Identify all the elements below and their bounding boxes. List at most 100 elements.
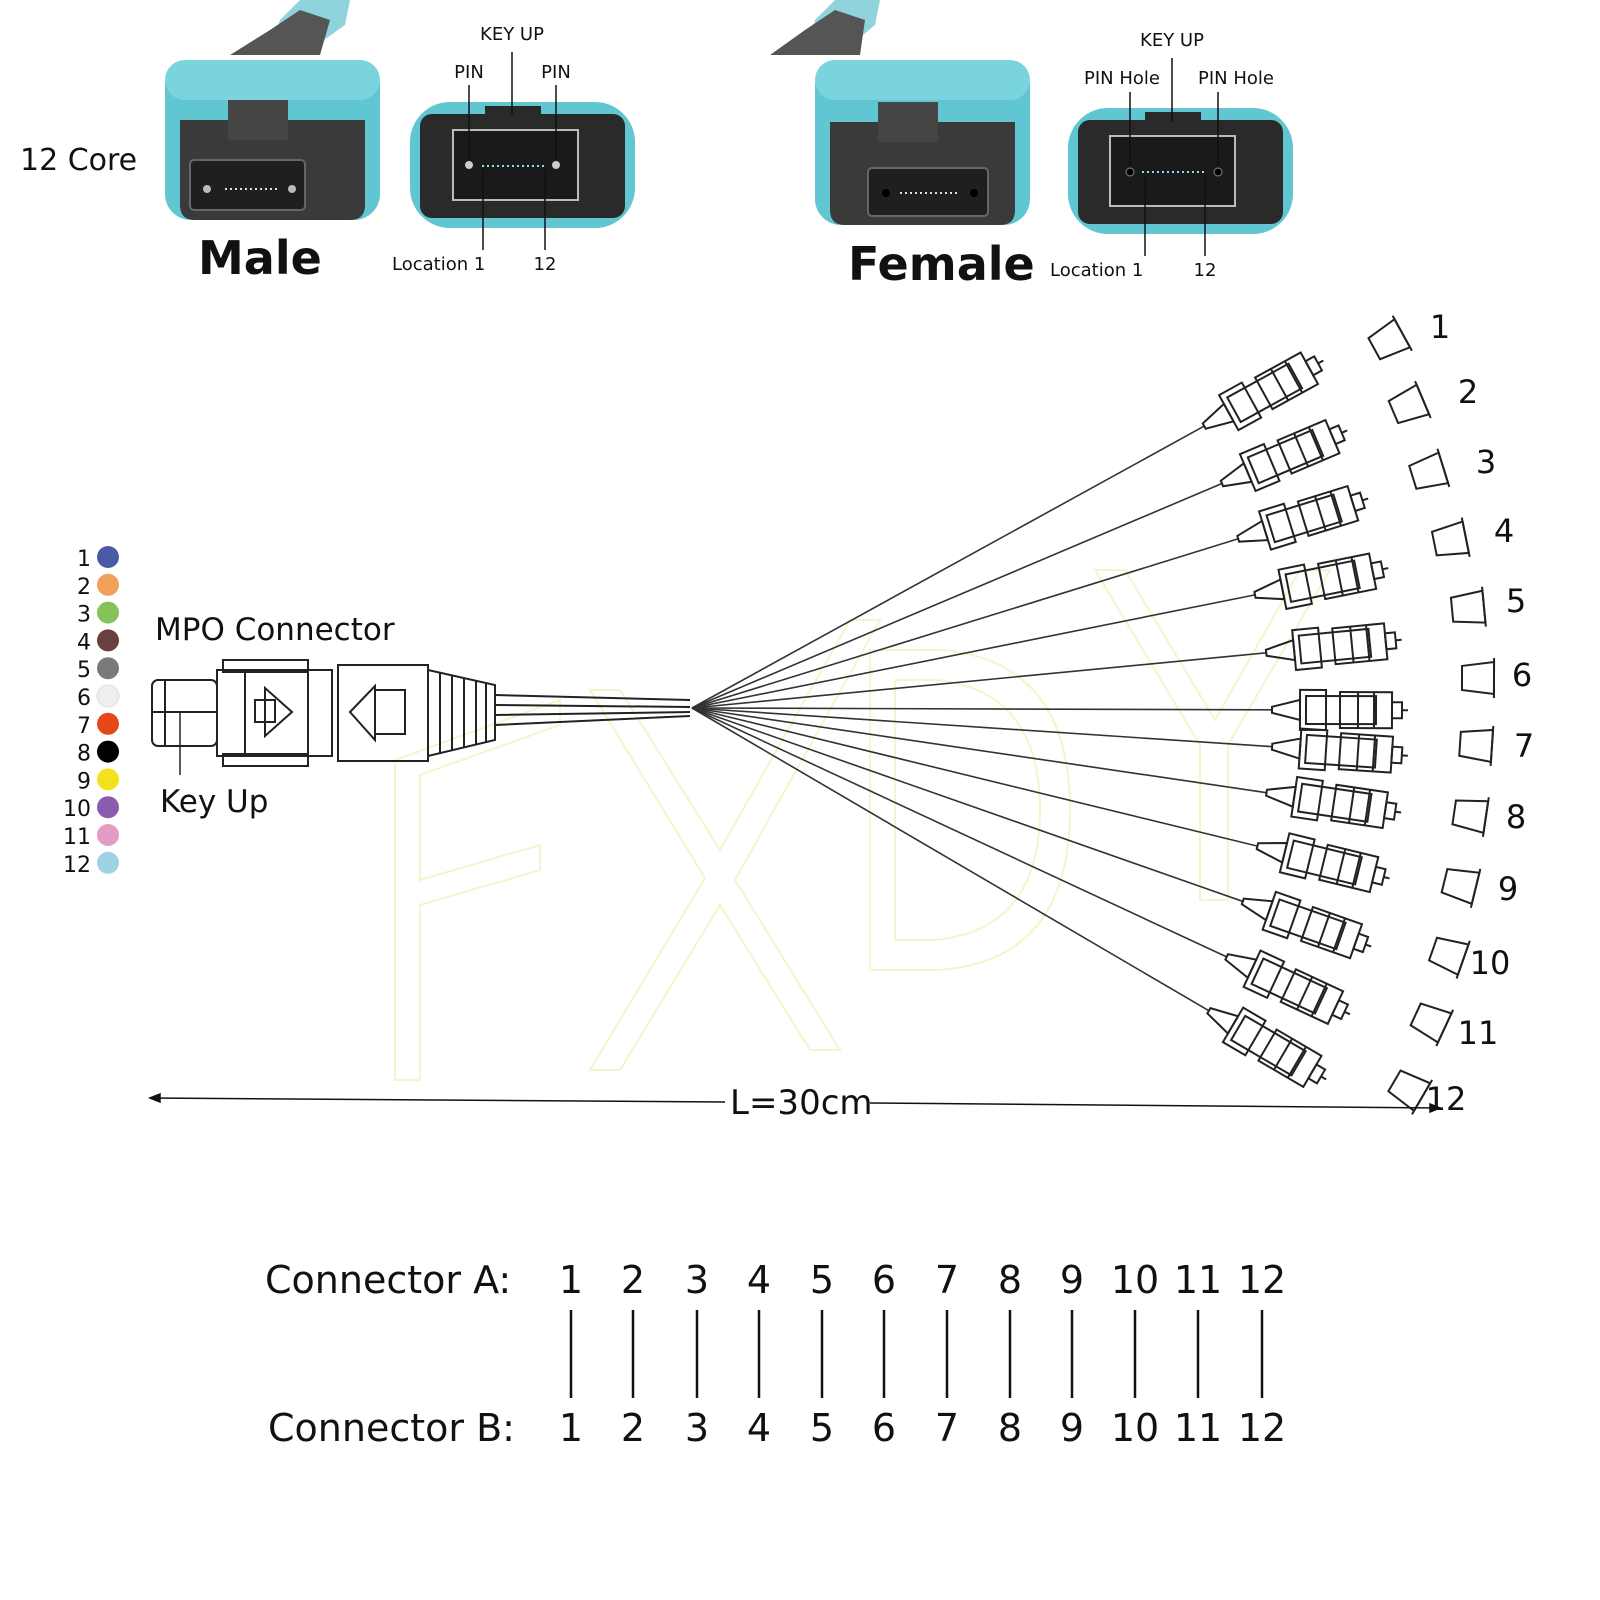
dust-cap: [1427, 936, 1471, 979]
lc-connector: [1236, 484, 1369, 551]
legend-number: 1: [77, 547, 91, 572]
connector-a-pin: 7: [935, 1258, 959, 1302]
legend-color-dot: [97, 768, 119, 791]
fiber-strand: [691, 425, 1205, 709]
dust-cap: [1387, 380, 1432, 425]
male-location-1-label: Location 1: [392, 254, 485, 275]
lc-connector: [1270, 688, 1409, 732]
lc-connector: [1240, 890, 1372, 960]
legend-number: 9: [77, 769, 91, 794]
dust-cap: [1449, 586, 1487, 627]
connector-a-pin: 5: [810, 1258, 834, 1302]
legend-color-dot: [97, 573, 119, 596]
legend-number: 8: [77, 742, 91, 767]
connector-b-pin: 12: [1238, 1406, 1286, 1450]
legend-color-dot: [97, 712, 119, 735]
connector-a-pin: 2: [621, 1258, 645, 1302]
male-title: Male: [198, 231, 322, 285]
fiber-strand: [691, 707, 1228, 958]
fiber-number-label: 2: [1458, 373, 1478, 411]
male-connector-photo: [165, 0, 380, 220]
mpo-connector-label: MPO Connector: [155, 612, 395, 648]
legend-color-dot: [97, 601, 119, 624]
legend-number: 5: [77, 658, 91, 683]
fiber-strand: [691, 707, 1258, 847]
fiber-strand: [691, 707, 1267, 794]
legend-number: 11: [63, 825, 91, 850]
length-label: L=30cm: [730, 1083, 873, 1123]
fiber-number-label: 7: [1514, 727, 1534, 765]
lc-connector: [1255, 832, 1390, 894]
legend-color-dot: [97, 851, 119, 874]
dust-cap: [1387, 1069, 1434, 1115]
female-face-diagram: [1068, 58, 1293, 256]
lc-connector: [1253, 552, 1389, 611]
fiber-number-label: 8: [1506, 798, 1526, 836]
lc-connector: [1264, 775, 1402, 830]
connector-b-pin: 8: [998, 1406, 1022, 1450]
connector-b-pin: 10: [1111, 1406, 1159, 1450]
female-location-12-label: 12: [1194, 260, 1217, 281]
connector-b-pin: 3: [685, 1406, 709, 1450]
dust-cap: [1367, 315, 1413, 361]
female-location-1-label: Location 1: [1050, 260, 1143, 281]
connector-b-pin: 5: [810, 1406, 834, 1450]
legend-color-dot: [97, 629, 119, 652]
fiber-strand: [691, 707, 1244, 903]
legend-color-dot: [97, 657, 119, 680]
watermark: [394, 569, 1332, 1081]
legend-number: 7: [77, 714, 91, 739]
fiber-number-label: 9: [1498, 870, 1518, 908]
connector-a-pin: 3: [685, 1258, 709, 1302]
legend-color-dot: [97, 796, 119, 819]
fiber-strand: [691, 707, 1273, 748]
female-title: Female: [848, 237, 1035, 291]
fiber-strand: [691, 707, 1273, 711]
female-connector-photo: [770, 0, 1030, 225]
male-pin-left-label: PIN: [454, 62, 484, 83]
connector-b-pin: 9: [1060, 1406, 1084, 1450]
fiber-number-label: 3: [1476, 443, 1496, 481]
dust-cap: [1451, 797, 1490, 837]
connector-b-pin: 6: [872, 1406, 896, 1450]
lc-connector: [1206, 1006, 1327, 1089]
fiber-number-label: 11: [1458, 1014, 1499, 1052]
legend-color-dot: [97, 824, 119, 846]
fiber-strand: [691, 594, 1256, 709]
connector-b-pin: 11: [1174, 1406, 1222, 1450]
core-label: 12 Core: [20, 143, 137, 178]
dust-cap: [1430, 517, 1471, 558]
fiber-strand: [691, 482, 1223, 709]
length-dimension: [147, 1092, 1443, 1114]
connector-b-pin: 2: [621, 1406, 645, 1450]
female-key-up-label: KEY UP: [1140, 30, 1204, 51]
connector-a-pin: 8: [998, 1258, 1022, 1302]
lc-connector: [1201, 351, 1324, 432]
connector-b-pin: 7: [935, 1406, 959, 1450]
dust-cap: [1408, 448, 1451, 490]
fiber-strand: [691, 651, 1267, 709]
legend-number: 10: [63, 797, 91, 822]
connector-a-label: Connector A:: [265, 1258, 511, 1302]
fiber-number-label: 6: [1512, 656, 1532, 694]
mpo-connector-drawing: [151, 659, 691, 775]
key-up-label: Key Up: [160, 784, 268, 820]
lc-connector: [1264, 622, 1402, 672]
fiber-number-label: 4: [1494, 512, 1514, 550]
connector-a-pin: 1: [559, 1258, 583, 1302]
connector-a-pin: 10: [1111, 1258, 1159, 1302]
male-key-up-label: KEY UP: [480, 24, 544, 45]
male-location-12-label: 12: [534, 254, 557, 275]
fiber-strand: [691, 707, 1210, 1012]
dust-cap: [1409, 1002, 1455, 1047]
lc-connector: [1219, 418, 1348, 493]
lc-connector: [1270, 727, 1408, 774]
legend-number: 6: [77, 686, 91, 711]
legend-number: 4: [77, 630, 91, 655]
legend-color-dot: [97, 740, 119, 763]
male-pin-right-label: PIN: [541, 62, 571, 83]
legend-color-dot: [96, 684, 120, 708]
